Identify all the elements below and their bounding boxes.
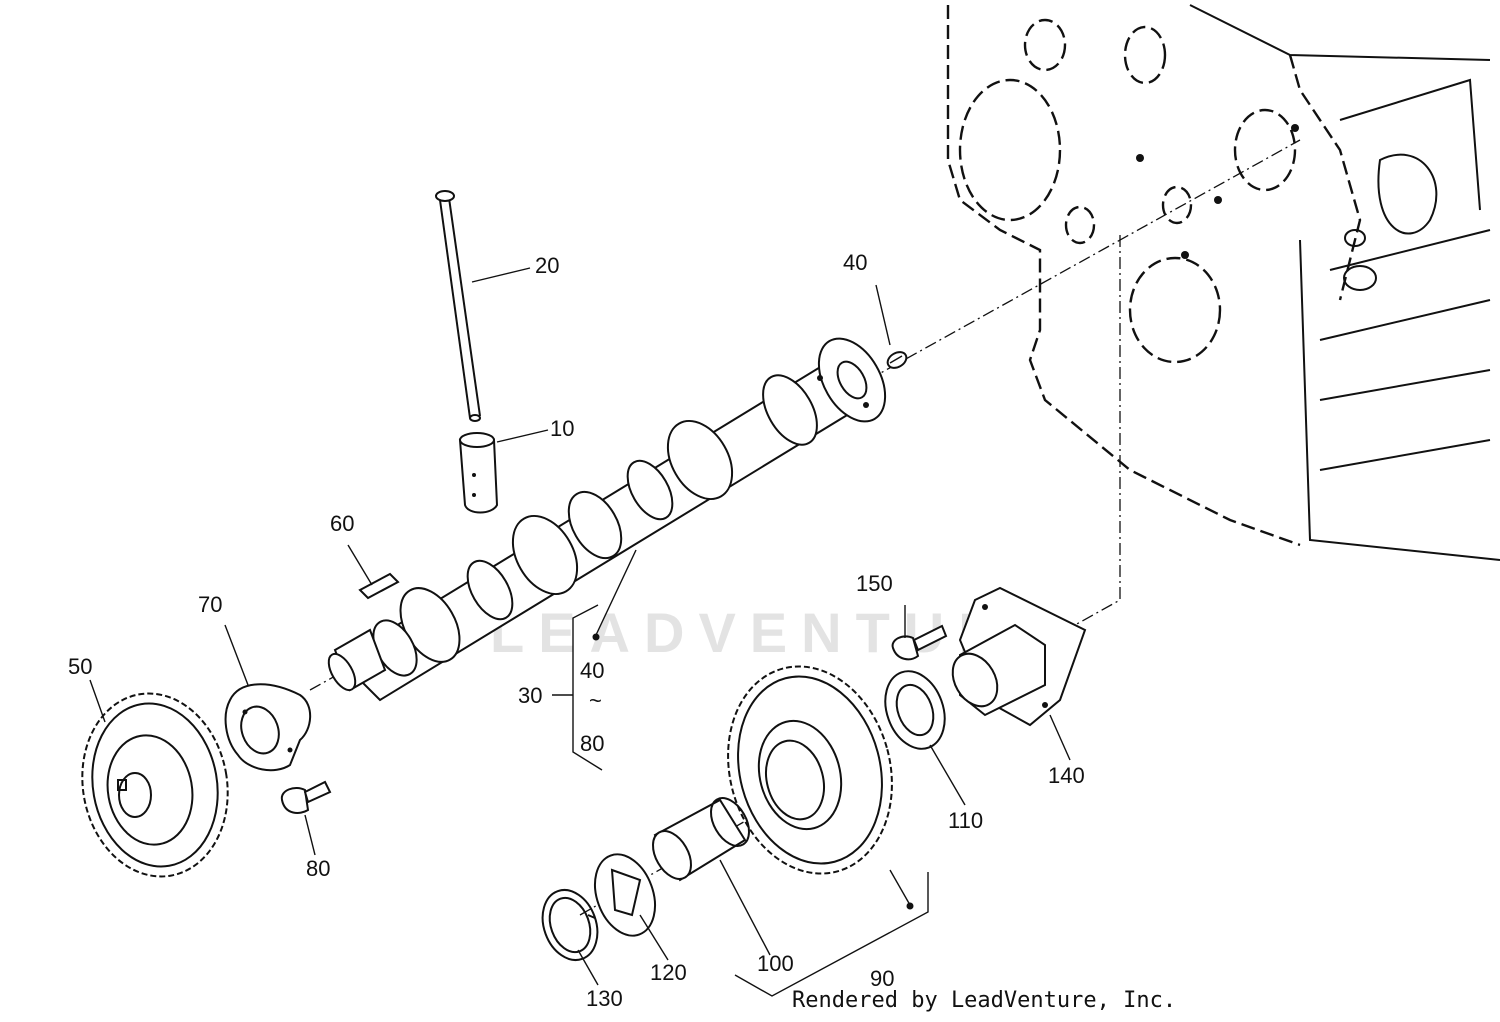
idler-shaft xyxy=(951,586,1087,727)
label-part-10[interactable]: 10 xyxy=(550,416,575,441)
label-part-30[interactable]: 30 xyxy=(518,683,543,708)
idler-gear xyxy=(727,665,893,875)
key xyxy=(358,572,400,600)
engine-block xyxy=(946,4,1500,561)
tappet xyxy=(458,432,499,514)
watermark: LEADVENTURE xyxy=(490,601,1065,664)
push-rod xyxy=(435,190,481,422)
label-part-70[interactable]: 70 xyxy=(198,592,223,617)
label-part-150[interactable]: 150 xyxy=(856,571,893,596)
snap-ring xyxy=(541,889,599,961)
label-part-60[interactable]: 60 xyxy=(330,511,355,536)
label-part-100[interactable]: 100 xyxy=(757,951,794,976)
label-part-120[interactable]: 120 xyxy=(650,960,687,985)
label-part-140[interactable]: 140 xyxy=(1048,763,1085,788)
thrust-plate xyxy=(224,683,312,772)
bushing xyxy=(652,797,750,882)
leader-lines xyxy=(89,267,1071,997)
thrust-washer xyxy=(884,670,946,750)
plug xyxy=(886,351,908,369)
label-range-tilde: ~ xyxy=(589,688,602,713)
label-range-from: 40 xyxy=(580,658,605,683)
camshaft xyxy=(327,337,887,702)
label-part-50[interactable]: 50 xyxy=(68,654,93,679)
bolt-80 xyxy=(280,780,332,814)
label-part-90[interactable]: 90 xyxy=(870,966,895,991)
bolt-150 xyxy=(891,624,948,661)
label-range-to: 80 xyxy=(580,731,605,756)
label-part-130[interactable]: 130 xyxy=(586,986,623,1011)
cam-gear xyxy=(81,692,229,878)
label-part-110[interactable]: 110 xyxy=(948,808,984,833)
label-part-40-top[interactable]: 40 xyxy=(843,250,868,275)
label-part-20[interactable]: 20 xyxy=(535,253,560,278)
footer-credit: Rendered by LeadVenture, Inc. xyxy=(792,988,1177,1013)
label-part-80[interactable]: 80 xyxy=(306,856,331,881)
